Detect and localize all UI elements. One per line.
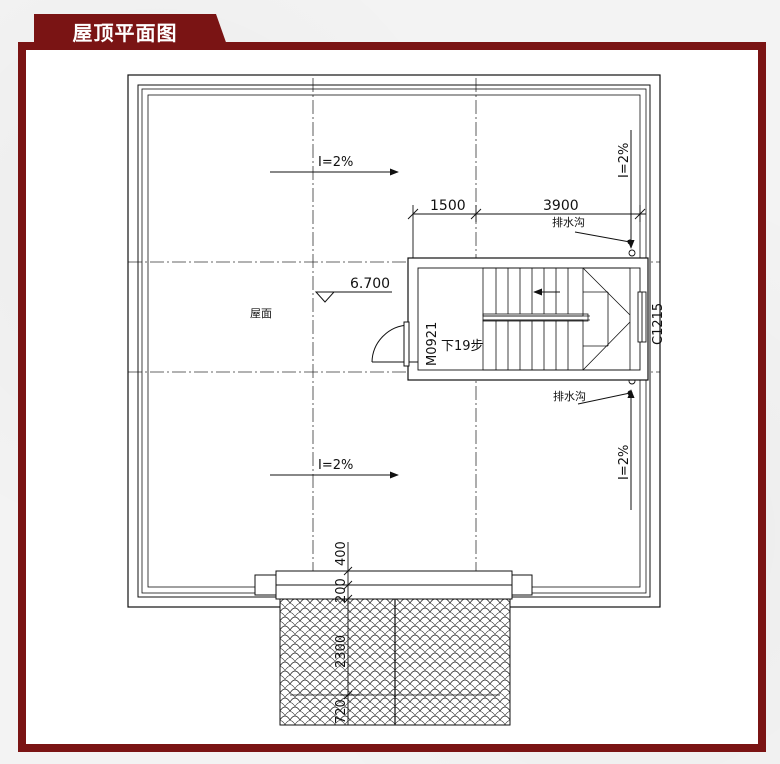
slope-top-text: I=2% [318, 155, 353, 170]
dim-200-text: 200 [334, 578, 349, 603]
dim-720-text: 720 [334, 699, 349, 724]
dim-2300-text: 2300 [334, 635, 349, 668]
dim-3900-text: 3900 [543, 198, 579, 214]
slope-right-top-text: I=2% [617, 143, 632, 178]
canopy-tiles [279, 598, 511, 726]
stair-treads [482, 267, 631, 371]
page-title: 屋顶平面图 [34, 14, 228, 48]
drain-leader-bottom [577, 377, 636, 405]
stair-enclosure [407, 257, 649, 381]
door-m0921 [371, 321, 418, 367]
elevation-text: 6.700 [350, 276, 390, 292]
drain-top-text: 排水沟 [552, 215, 585, 229]
dim-400-text: 400 [334, 541, 349, 566]
canopy-beam [254, 570, 533, 600]
drain-bottom-text: 排水沟 [553, 389, 586, 403]
door-code-text: M0921 [425, 322, 440, 366]
slope-bottom-text: I=2% [318, 458, 353, 473]
roof-label: 屋面 [250, 307, 272, 320]
slope-right-bottom-text: I=2% [617, 445, 632, 480]
window-c1215 [637, 291, 647, 343]
window-code-text: C1215 [651, 303, 666, 345]
drawing-frame [18, 42, 766, 752]
dim-1500-text: 1500 [430, 198, 466, 214]
canopy-dimensions [340, 542, 360, 725]
dimension-1500-3900 [407, 205, 646, 262]
drain-leader-top [574, 231, 636, 257]
stair-label-text: 下19步 [441, 339, 484, 354]
elevation-mark [314, 291, 392, 303]
